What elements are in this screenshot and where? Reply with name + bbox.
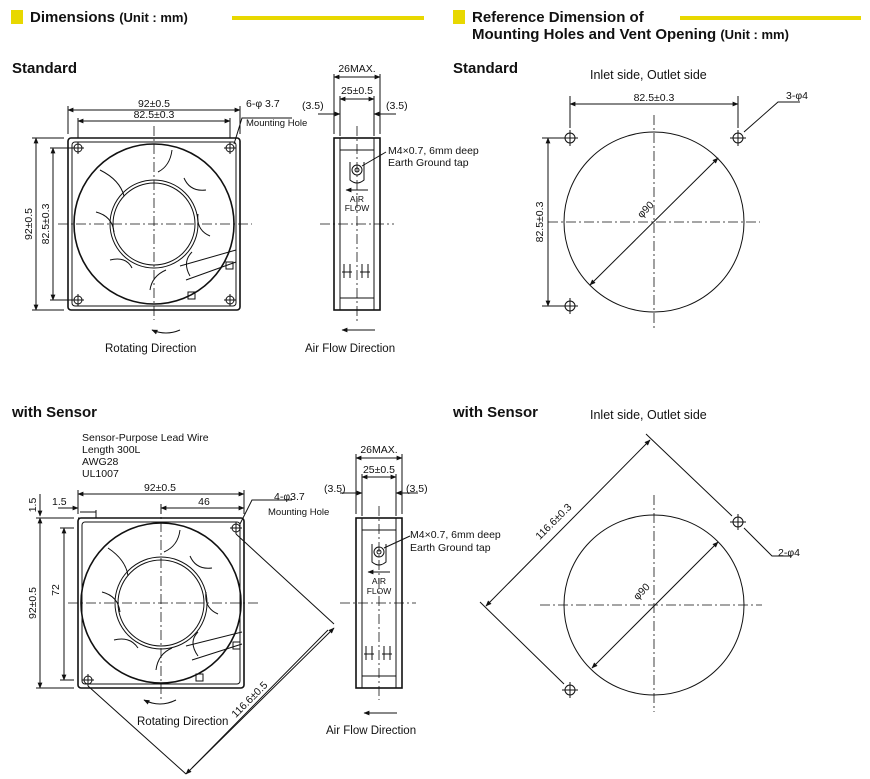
section-standard: Standard (12, 60, 78, 77)
std-tap-line2: Earth Ground tap (388, 157, 469, 169)
mounting-hole-icon (562, 130, 578, 146)
reference-title-line2: Mounting Holes and Vent Opening (Unit : … (472, 26, 789, 43)
sensor-dim-92-vertical: 92±0.5 (27, 587, 39, 619)
mounting-hole-icon (730, 514, 746, 530)
ref-std-dia: φ90 (635, 199, 657, 221)
ref-standard-inlet-caption: Inlet side, Outlet side (590, 68, 707, 82)
sensor-side-view: AIR FLOW 26MAX. 25±0.5 (3.5) (3.5) M4×0.… (324, 444, 501, 716)
sensor-tap-line1: M4×0.7, 6mm deep (410, 529, 501, 541)
ref-sensor-holes: 2-φ4 (778, 547, 800, 559)
standard-side-view: AIR FLOW 26MAX. 25±0.5 (3.5) (3.5) M4×0.… (302, 63, 479, 333)
sensor-holes-label: 4-φ3.7 (274, 491, 305, 503)
sensor-flow-label: FLOW (367, 586, 392, 596)
sensor-side-3-5-right: (3.5) (406, 483, 428, 495)
std-dim-92: 92±0.5 (138, 98, 170, 110)
mounting-hole-icon (562, 682, 578, 698)
ref-std-82-5-vertical: 82.5±0.3 (534, 201, 546, 242)
sensor-lead-line1: Sensor-Purpose Lead Wire (82, 432, 209, 444)
ref-standard-view: 82.5±0.3 3-φ4 82.5±0.3 φ90 (534, 90, 808, 330)
mounting-hole-icon (230, 522, 242, 534)
reference-header-rule (680, 16, 861, 20)
standard-front-view: 92±0.5 82.5±0.3 92±0.5 82.5±0.3 6-φ 3.7 … (23, 98, 307, 335)
mounting-hole-icon (224, 294, 236, 306)
std-tap-line1: M4×0.7, 6mm deep (388, 145, 479, 157)
ref-sensor-view: 116.6±0.3 2-φ4 φ90 (479, 433, 800, 712)
standard-airflow-caption: Air Flow Direction (305, 343, 396, 355)
header-marker (11, 10, 23, 24)
sensor-front-view: Sensor-Purpose Lead Wire Length 300L AWG… (27, 432, 335, 775)
sensor-mounting-hole-label: Mounting Hole (268, 507, 329, 518)
std-mounting-hole-label: Mounting Hole (246, 118, 307, 129)
ref-sensor-inlet-caption: Inlet side, Outlet side (590, 408, 707, 422)
section-ref-standard: Standard (453, 60, 519, 77)
sensor-lead-line4: UL1007 (82, 468, 119, 480)
mounting-hole-icon (82, 674, 94, 686)
std-dim-82-5-vertical: 82.5±0.3 (40, 203, 52, 244)
sensor-dim-72: 72 (50, 584, 62, 596)
sensor-dim-1-5-b: 1.5 (27, 498, 39, 513)
sensor-side-26max: 26MAX. (360, 444, 397, 456)
sensor-dim-46: 46 (198, 496, 210, 508)
std-holes-label: 6-φ 3.7 (246, 98, 280, 110)
mounting-hole-icon (72, 294, 84, 306)
dimensions-unit: (Unit : mm) (119, 10, 188, 25)
mounting-hole-icon (72, 142, 84, 154)
sensor-side-3-5-left: (3.5) (324, 483, 346, 495)
dimensions-title: Dimensions (Unit : mm) (30, 9, 188, 26)
dimensions-header-rule (232, 16, 424, 20)
sensor-dim-1-5-a: 1.5 (52, 496, 67, 508)
ref-sensor-dia: φ90 (631, 581, 653, 603)
std-air-label: AIR (350, 194, 364, 204)
std-side-3-5-right: (3.5) (386, 100, 408, 112)
sensor-lead-line3: AWG28 (82, 456, 119, 468)
sensor-air-label: AIR (372, 576, 386, 586)
std-side-26max: 26MAX. (338, 63, 375, 75)
std-dim-92-vertical: 92±0.5 (23, 208, 35, 240)
sensor-tap-line2: Earth Ground tap (410, 542, 491, 554)
mounting-hole-icon (224, 142, 236, 154)
header-marker (453, 10, 465, 24)
ref-std-82-5: 82.5±0.3 (634, 92, 675, 104)
mounting-hole-icon (562, 298, 578, 314)
reference-unit: (Unit : mm) (720, 27, 789, 42)
section-ref-with-sensor: with Sensor (453, 404, 539, 421)
sensor-airflow-caption: Air Flow Direction (326, 725, 417, 737)
sensor-lead-line2: Length 300L (82, 444, 141, 456)
sensor-dim-92: 92±0.5 (144, 482, 176, 494)
std-side-25: 25±0.5 (341, 85, 373, 97)
std-dim-82-5: 82.5±0.3 (134, 109, 175, 121)
ref-sensor-116-6: 116.6±0.3 (533, 501, 574, 542)
mounting-hole-icon (730, 130, 746, 146)
sensor-dim-116-6: 116.6±0.5 (229, 679, 270, 720)
reference-title-line1: Reference Dimension of (472, 9, 644, 26)
section-with-sensor: with Sensor (12, 404, 98, 421)
ref-std-holes: 3-φ4 (786, 90, 808, 102)
sensor-side-25: 25±0.5 (363, 464, 395, 476)
std-side-3-5-left: (3.5) (302, 100, 324, 112)
standard-rotating-caption: Rotating Direction (105, 343, 197, 355)
std-flow-label: FLOW (345, 203, 370, 213)
